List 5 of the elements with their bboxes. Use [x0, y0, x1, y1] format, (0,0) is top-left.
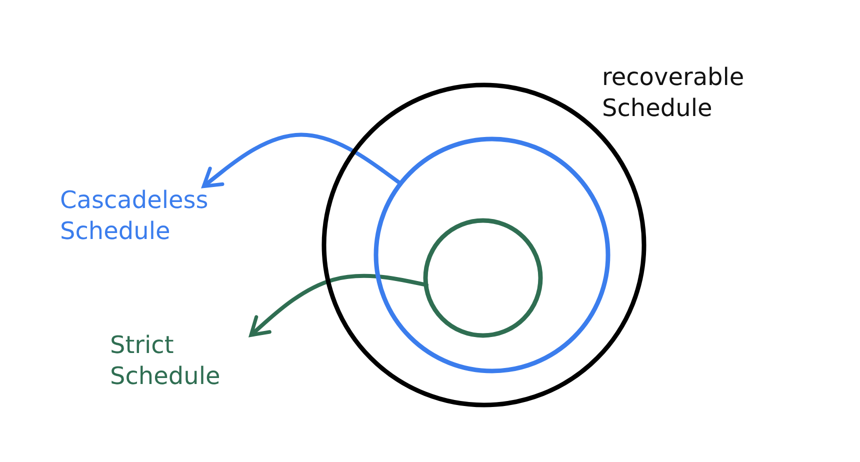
arrow: [202, 132, 403, 188]
set-label: Cascadeless Schedule: [60, 185, 210, 248]
set-label: recoverable Schedule: [602, 62, 746, 124]
arrow: [249, 274, 428, 337]
set-label: Strict Schedule: [110, 330, 222, 392]
